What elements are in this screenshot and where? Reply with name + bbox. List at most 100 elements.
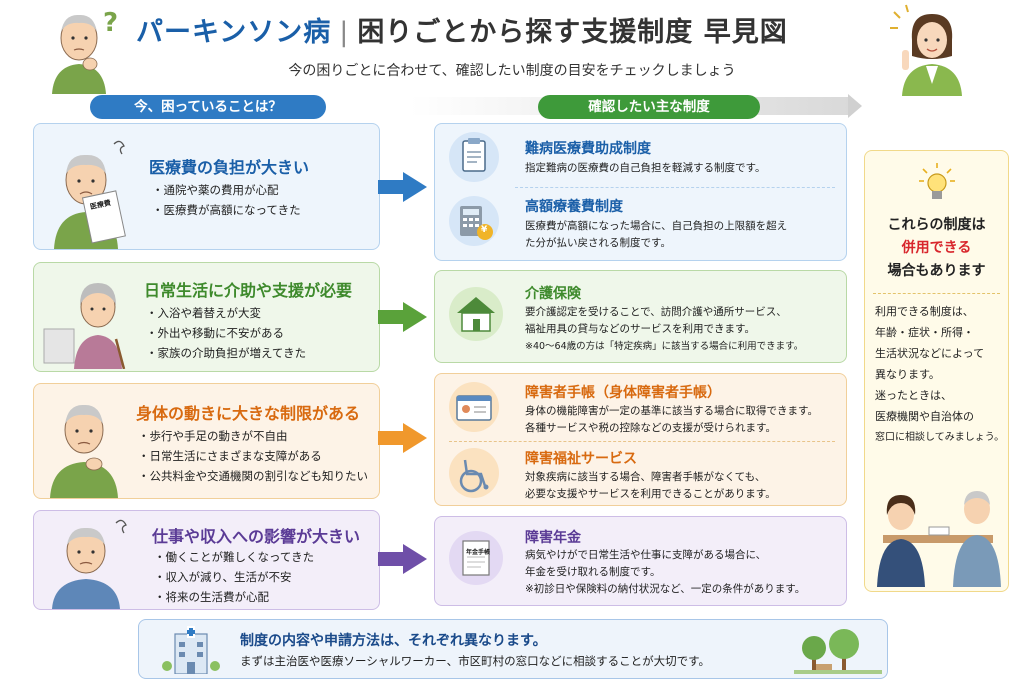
clipboard-icon: [449, 132, 499, 182]
thinking-man-illustration: [44, 390, 129, 498]
id-card-icon: [449, 382, 499, 432]
problem-list: 入浴や着替えが大変 外出や移動に不安がある 家族の介助負担が増えてきた: [146, 303, 307, 363]
house-icon: [449, 287, 503, 341]
description-line: ※40〜64歳の方は「特定疾病」に該当する場合に利用できます。: [525, 341, 804, 352]
arrow-head-icon: [403, 172, 427, 202]
system-card-care-insurance: 介護保険 要介護認定を受けることで、訪問介護や通所サービス、 福祉用具の貸与など…: [434, 270, 847, 363]
header-band-arrow-icon: [848, 94, 862, 118]
list-item: 将来の生活費が心配: [154, 587, 314, 607]
bottom-text: まずは主治医や医療ソーシャルワーカー、市区町村の窓口などに相談することが大切です…: [240, 654, 710, 668]
description-line: 身体の機能障害が一定の基準に該当する場合に取得できます。: [525, 405, 818, 417]
side-body: 利用できる制度は、 年齢・症状・所得・ 生活状況などによって 異なります。 迷っ…: [875, 301, 1004, 448]
title-separator: |: [339, 17, 350, 48]
divider: [449, 441, 835, 442]
trees-icon: [794, 626, 882, 674]
system-card-pension: 年金手帳 障害年金 病気やけがで日常生活や仕事に支障がある場合に、 年金を受け取…: [434, 516, 847, 606]
description-line: 指定難病の医療費の自己負担を軽減する制度です。: [525, 162, 766, 174]
system-title: 障害者手帳（身体障害者手帳）: [525, 385, 721, 401]
description-line: 各種サービスや税の控除などの支援が受けられます。: [525, 422, 776, 434]
consultation-illustration: [873, 463, 1003, 587]
system-description: 身体の機能障害が一定の基準に該当する場合に取得できます。 各種サービスや税の控除…: [525, 403, 818, 437]
side-body-line: 生活状況などによって: [875, 347, 985, 360]
arrow-head-icon: [403, 544, 427, 574]
left-column-header: 今、困っていることは？: [90, 95, 326, 119]
description-line: た分が払い戻される制度です。: [525, 237, 671, 249]
lightbulb-icon: [919, 163, 955, 207]
pension-document-icon: [449, 531, 503, 585]
system-title: 高額療養費制度: [525, 199, 623, 215]
yen-coin-label: ¥: [481, 225, 488, 235]
system-card-disability: 障害者手帳（身体障害者手帳） 身体の機能障害が一定の基準に該当する場合に取得でき…: [434, 373, 847, 506]
page-subtitle: 今の困りごとに合わせて、確認したい制度の目安をチェックしましょう: [288, 63, 736, 79]
problem-heading: 医療費の負担が大きい: [149, 158, 310, 177]
side-heading-line3: 場合もあります: [887, 263, 986, 279]
list-item: 家族の介助負担が増えてきた: [146, 343, 307, 363]
side-body-line: 窓口に相談してみましょう。: [875, 432, 1005, 443]
side-note-panel: これらの制度は 併用できる 場合もあります 利用できる制度は、 年齢・症状・所得…: [864, 150, 1009, 592]
side-body-line: 迷ったときは、: [875, 389, 952, 402]
problem-heading: 仕事や収入への影響が大きい: [152, 527, 361, 546]
problem-card-income: 仕事や収入への影響が大きい 働くことが難しくなってきた 収入が減り、生活が不安 …: [33, 510, 380, 610]
system-description: 医療費が高額になった場合に、自己負担の上限額を超え た分が払い戻される制度です。: [525, 218, 787, 252]
description-line: 病気やけがで日常生活や仕事に支障がある場合に、: [525, 549, 767, 561]
system-card-medical: 難病医療費助成制度 指定難病の医療費の自己負担を軽減する制度です。 ¥ 高額療養…: [434, 123, 847, 261]
system-description: 要介護認定を受けることで、訪問介護や通所サービス、 福祉用具の貸与などのサービス…: [525, 304, 803, 355]
hospital-icon: [161, 626, 221, 675]
problem-card-mobility: 身体の動きに大きな制限がある 歩行や手足の動きが不自由 日常生活にさまざまな支障…: [33, 383, 380, 499]
worried-man-illustration: [44, 134, 134, 249]
list-item: 歩行や手足の動きが不自由: [138, 426, 368, 446]
list-item: 通院や薬の費用が心配: [152, 180, 301, 200]
description-line: 医療費が高額になった場合に、自己負担の上限額を超え: [525, 220, 788, 232]
arrow-head-icon: [403, 423, 427, 453]
bottom-heading: 制度の内容や申請方法は、それぞれ異なります。: [240, 633, 547, 649]
side-body-line: 異なります。: [875, 368, 940, 381]
side-body-line: 利用できる制度は、: [875, 305, 974, 318]
problem-list: 働くことが難しくなってきた 収入が減り、生活が不安 将来の生活費が心配: [154, 547, 315, 607]
question-mark-icon: ?: [103, 8, 119, 38]
description-line: 必要な支援やサービスを利用できることがあります。: [525, 488, 776, 500]
list-item: 収入が減り、生活が不安: [154, 567, 314, 587]
arrow-right-icon: [378, 431, 404, 445]
description-line: 対象疾病に該当する場合、障害者手帳がなくても、: [525, 471, 766, 483]
system-description: 対象疾病に該当する場合、障害者手帳がなくても、 必要な支援やサービスを利用できる…: [525, 469, 776, 503]
worried-man-income-illustration: [44, 515, 134, 609]
description-line: 年金を受け取れる制度です。: [525, 566, 661, 578]
divider: [515, 187, 835, 188]
problem-list: 通院や薬の費用が心配 医療費が高額になってきた: [152, 180, 301, 220]
arrow-right-icon: [378, 310, 404, 324]
system-title: 難病医療費助成制度: [525, 141, 651, 157]
header-man-illustration: [44, 4, 114, 94]
description-line: 福祉用具の貸与などのサービスを利用できます。: [525, 323, 755, 335]
problem-heading: 身体の動きに大きな制限がある: [136, 404, 361, 423]
elderly-woman-illustration: [38, 269, 138, 370]
problem-card-medical-cost: 医療費 医療費の負担が大きい 通院や薬の費用が心配 医療費が高額になってきた: [33, 123, 380, 250]
arrow-right-icon: [378, 180, 404, 194]
title-main: 困りごとから探す支援制度 早見図: [357, 17, 788, 48]
title-disease: パーキンソン病: [136, 17, 332, 48]
problem-heading: 日常生活に介助や支援が必要: [144, 281, 353, 300]
list-item: 外出や移動に不安がある: [146, 323, 306, 343]
page-title: パーキンソン病|困りごとから探す支援制度 早見図: [136, 10, 788, 49]
bottom-note: 制度の内容や申請方法は、それぞれ異なります。 まずは主治医や医療ソーシャルワーカ…: [138, 619, 888, 679]
description-line: 要介護認定を受けることで、訪問介護や通所サービス、: [525, 306, 787, 318]
list-item: 働くことが難しくなってきた: [154, 547, 315, 567]
arrow-right-icon: [378, 552, 404, 566]
list-item: 医療費が高額になってきた: [152, 200, 301, 220]
calculator-icon: [449, 196, 499, 246]
problem-list: 歩行や手足の動きが不自由 日常生活にさまざまな支障がある 公共料金や交通機関の割…: [138, 426, 369, 486]
side-heading-highlight: 併用できる: [901, 240, 972, 256]
side-body-line: 年齢・症状・所得・: [875, 326, 974, 339]
system-title: 障害福祉サービス: [525, 451, 637, 467]
right-column-header: 確認したい主な制度: [538, 95, 760, 119]
system-description: 指定難病の医療費の自己負担を軽減する制度です。: [525, 160, 765, 177]
arrow-head-icon: [403, 302, 427, 332]
divider: [873, 293, 1000, 294]
list-item: 入浴や着替えが大変: [146, 303, 306, 323]
side-body-line: 医療機関や自治体の: [875, 410, 974, 423]
list-item: 公共料金や交通機関の割引なども知りたい: [138, 466, 369, 486]
description-line: ※初診日や保険料の納付状況など、一定の条件があります。: [525, 583, 806, 595]
list-item: 日常生活にさまざまな支障がある: [138, 446, 368, 466]
system-title: 障害年金: [525, 530, 581, 546]
pension-document-label: 年金手帳: [466, 549, 491, 556]
header-woman-illustration: [888, 4, 968, 96]
